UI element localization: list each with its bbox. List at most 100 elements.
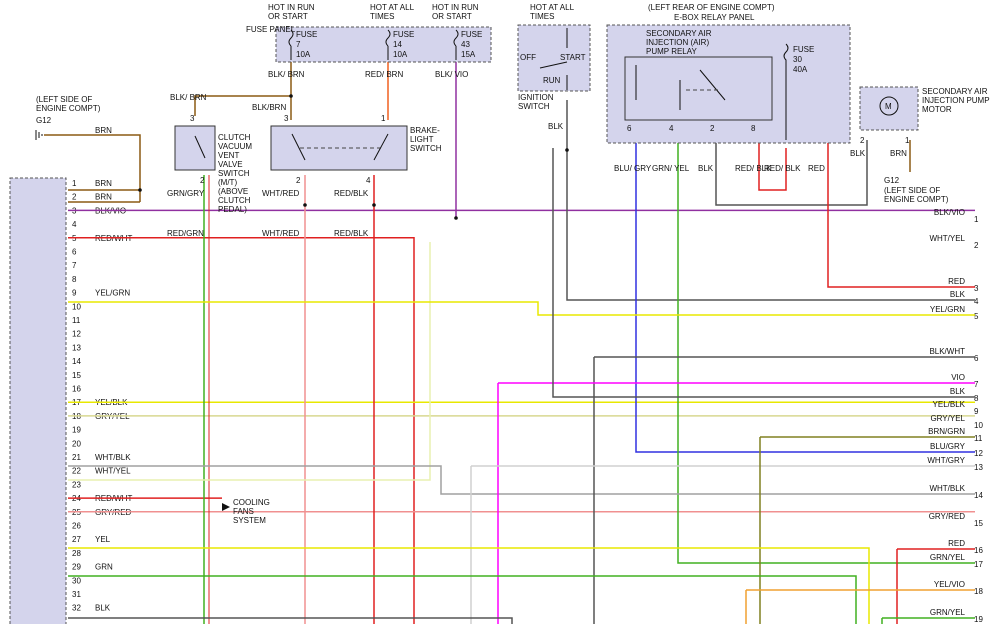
ignition-start: START bbox=[560, 53, 586, 62]
ecm-wire-label-29: GRN bbox=[95, 563, 113, 572]
clutch-top-wire: BLK/ BRN bbox=[170, 93, 207, 102]
fuse-7-amp: 10A bbox=[296, 50, 311, 59]
motor-wire-blk: BLK bbox=[850, 149, 866, 158]
ref-number-17: 17 bbox=[974, 560, 983, 569]
brake-pin-3: 3 bbox=[284, 114, 289, 123]
ecm-pin-23: 23 bbox=[72, 480, 81, 489]
wire-blu-gry bbox=[635, 135, 975, 453]
fuse-14-amp: 10A bbox=[393, 50, 408, 59]
brake-below-red-blk: RED/BLK bbox=[334, 229, 369, 238]
ecm-pin-9: 9 bbox=[72, 289, 77, 298]
fuse-43-name: FUSE bbox=[461, 30, 482, 39]
ecm-wire-label-1: BRN bbox=[95, 179, 112, 188]
right-reference-labels: BLK/VIO1WHT/YEL2RED3BLK4YEL/GRN5BLK/WHT6… bbox=[927, 208, 983, 624]
ecm-connector bbox=[9, 177, 67, 624]
ref-wire-label-9: YEL/BLK bbox=[933, 400, 966, 409]
ref-wire-label-14: WHT/BLK bbox=[929, 484, 965, 493]
ignition-wire: BLK bbox=[548, 122, 564, 131]
relay-fuse-name: FUSE bbox=[793, 45, 814, 54]
relay-wire-red-blk-1: RED/ BLK bbox=[735, 164, 772, 173]
ecm-pin-20: 20 bbox=[72, 439, 81, 448]
ecm-wire-label-9: YEL/GRN bbox=[95, 289, 130, 298]
ref-number-3: 3 bbox=[974, 284, 979, 293]
ref-wire-label-8: BLK bbox=[950, 387, 966, 396]
wire-blk-wht-vert bbox=[593, 356, 975, 624]
relay-location: (LEFT REAR OF ENGINE COMPT) bbox=[648, 3, 775, 12]
splice-dots bbox=[138, 94, 569, 220]
ref-wire-label-12: BLU/GRY bbox=[930, 442, 966, 451]
ref-number-15: 15 bbox=[974, 519, 983, 528]
ref-wire-label-10: GRY/YEL bbox=[930, 414, 965, 423]
clutch-out-wire: GRN/GRY bbox=[167, 189, 205, 198]
wire-brn-grn-vert bbox=[759, 436, 975, 624]
routing-wires bbox=[44, 62, 975, 624]
ecm-pin-7: 7 bbox=[72, 261, 77, 270]
relay-wire-red: RED bbox=[808, 164, 825, 173]
fuse-43-num: 43 bbox=[461, 40, 470, 49]
fuse-7-name: FUSE bbox=[296, 30, 317, 39]
wire-blk-8 bbox=[552, 148, 975, 398]
wire-yel-vio bbox=[745, 589, 975, 624]
ecm-pin-14: 14 bbox=[72, 357, 81, 366]
ecm-pin-19: 19 bbox=[72, 426, 81, 435]
ref-number-14: 14 bbox=[974, 491, 983, 500]
fuse-43-amp: 15A bbox=[461, 50, 476, 59]
clutch-pin-3: 3 bbox=[190, 114, 195, 123]
wire-wht-blk-step bbox=[68, 465, 975, 495]
ecm-pin-30: 30 bbox=[72, 576, 81, 585]
ref-wire-label-4: BLK bbox=[950, 290, 966, 299]
cooling-arrow bbox=[222, 503, 230, 511]
clutch-below-wire: RED/GRN bbox=[167, 229, 204, 238]
wire-wht-gry-vert bbox=[470, 465, 975, 624]
ecm-pin-15: 15 bbox=[72, 371, 81, 380]
fuse-panel-label: FUSE PANEL bbox=[246, 25, 296, 34]
ecm-wires bbox=[68, 209, 975, 624]
fuse-14-num: 14 bbox=[393, 40, 402, 49]
ref-number-2: 2 bbox=[974, 241, 979, 250]
wire-relay-red bbox=[827, 135, 975, 288]
fuse-7-num: 7 bbox=[296, 40, 301, 49]
ref-wire-label-16: RED bbox=[948, 539, 965, 548]
ecm-pin-12: 12 bbox=[72, 330, 81, 339]
wire-grn-yel-relay bbox=[677, 135, 975, 564]
ref-number-8: 8 bbox=[974, 394, 979, 403]
ref-number-1: 1 bbox=[974, 215, 979, 224]
ref-wire-label-1: BLK/VIO bbox=[934, 208, 965, 217]
ref-wire-label-2: WHT/YEL bbox=[929, 234, 965, 243]
ecm-wire-label-32: BLK bbox=[95, 604, 111, 613]
ref-wire-label-17: GRN/YEL bbox=[930, 553, 966, 562]
ecm-pin-29: 29 bbox=[72, 563, 81, 572]
ground-left-wire: BRN bbox=[95, 126, 112, 135]
ecm-pin-27: 27 bbox=[72, 535, 81, 544]
motor-ground: G12 bbox=[884, 176, 900, 185]
ecm-pin-13: 13 bbox=[72, 343, 81, 352]
ref-number-16: 16 bbox=[974, 546, 983, 555]
motor-pin-2: 2 bbox=[860, 136, 865, 145]
wire-yel-grn-step bbox=[68, 301, 975, 316]
ecm-pin-10: 10 bbox=[72, 302, 81, 311]
motor-symbol: M bbox=[885, 102, 892, 111]
brake-out-red-blk: RED/BLK bbox=[334, 189, 369, 198]
wire-label-blk-brn: BLK/ BRN bbox=[268, 70, 305, 79]
ecm-pin-31: 31 bbox=[72, 590, 81, 599]
ref-wire-label-18: YEL/VIO bbox=[934, 580, 965, 589]
relay-pin-8: 8 bbox=[751, 124, 756, 133]
motor-pin-1: 1 bbox=[905, 136, 910, 145]
ecm-pin-8: 8 bbox=[72, 275, 77, 284]
ecm-pin-4: 4 bbox=[72, 220, 77, 229]
fuse-14-name: FUSE bbox=[393, 30, 414, 39]
ecm-pin-32: 32 bbox=[72, 604, 81, 613]
